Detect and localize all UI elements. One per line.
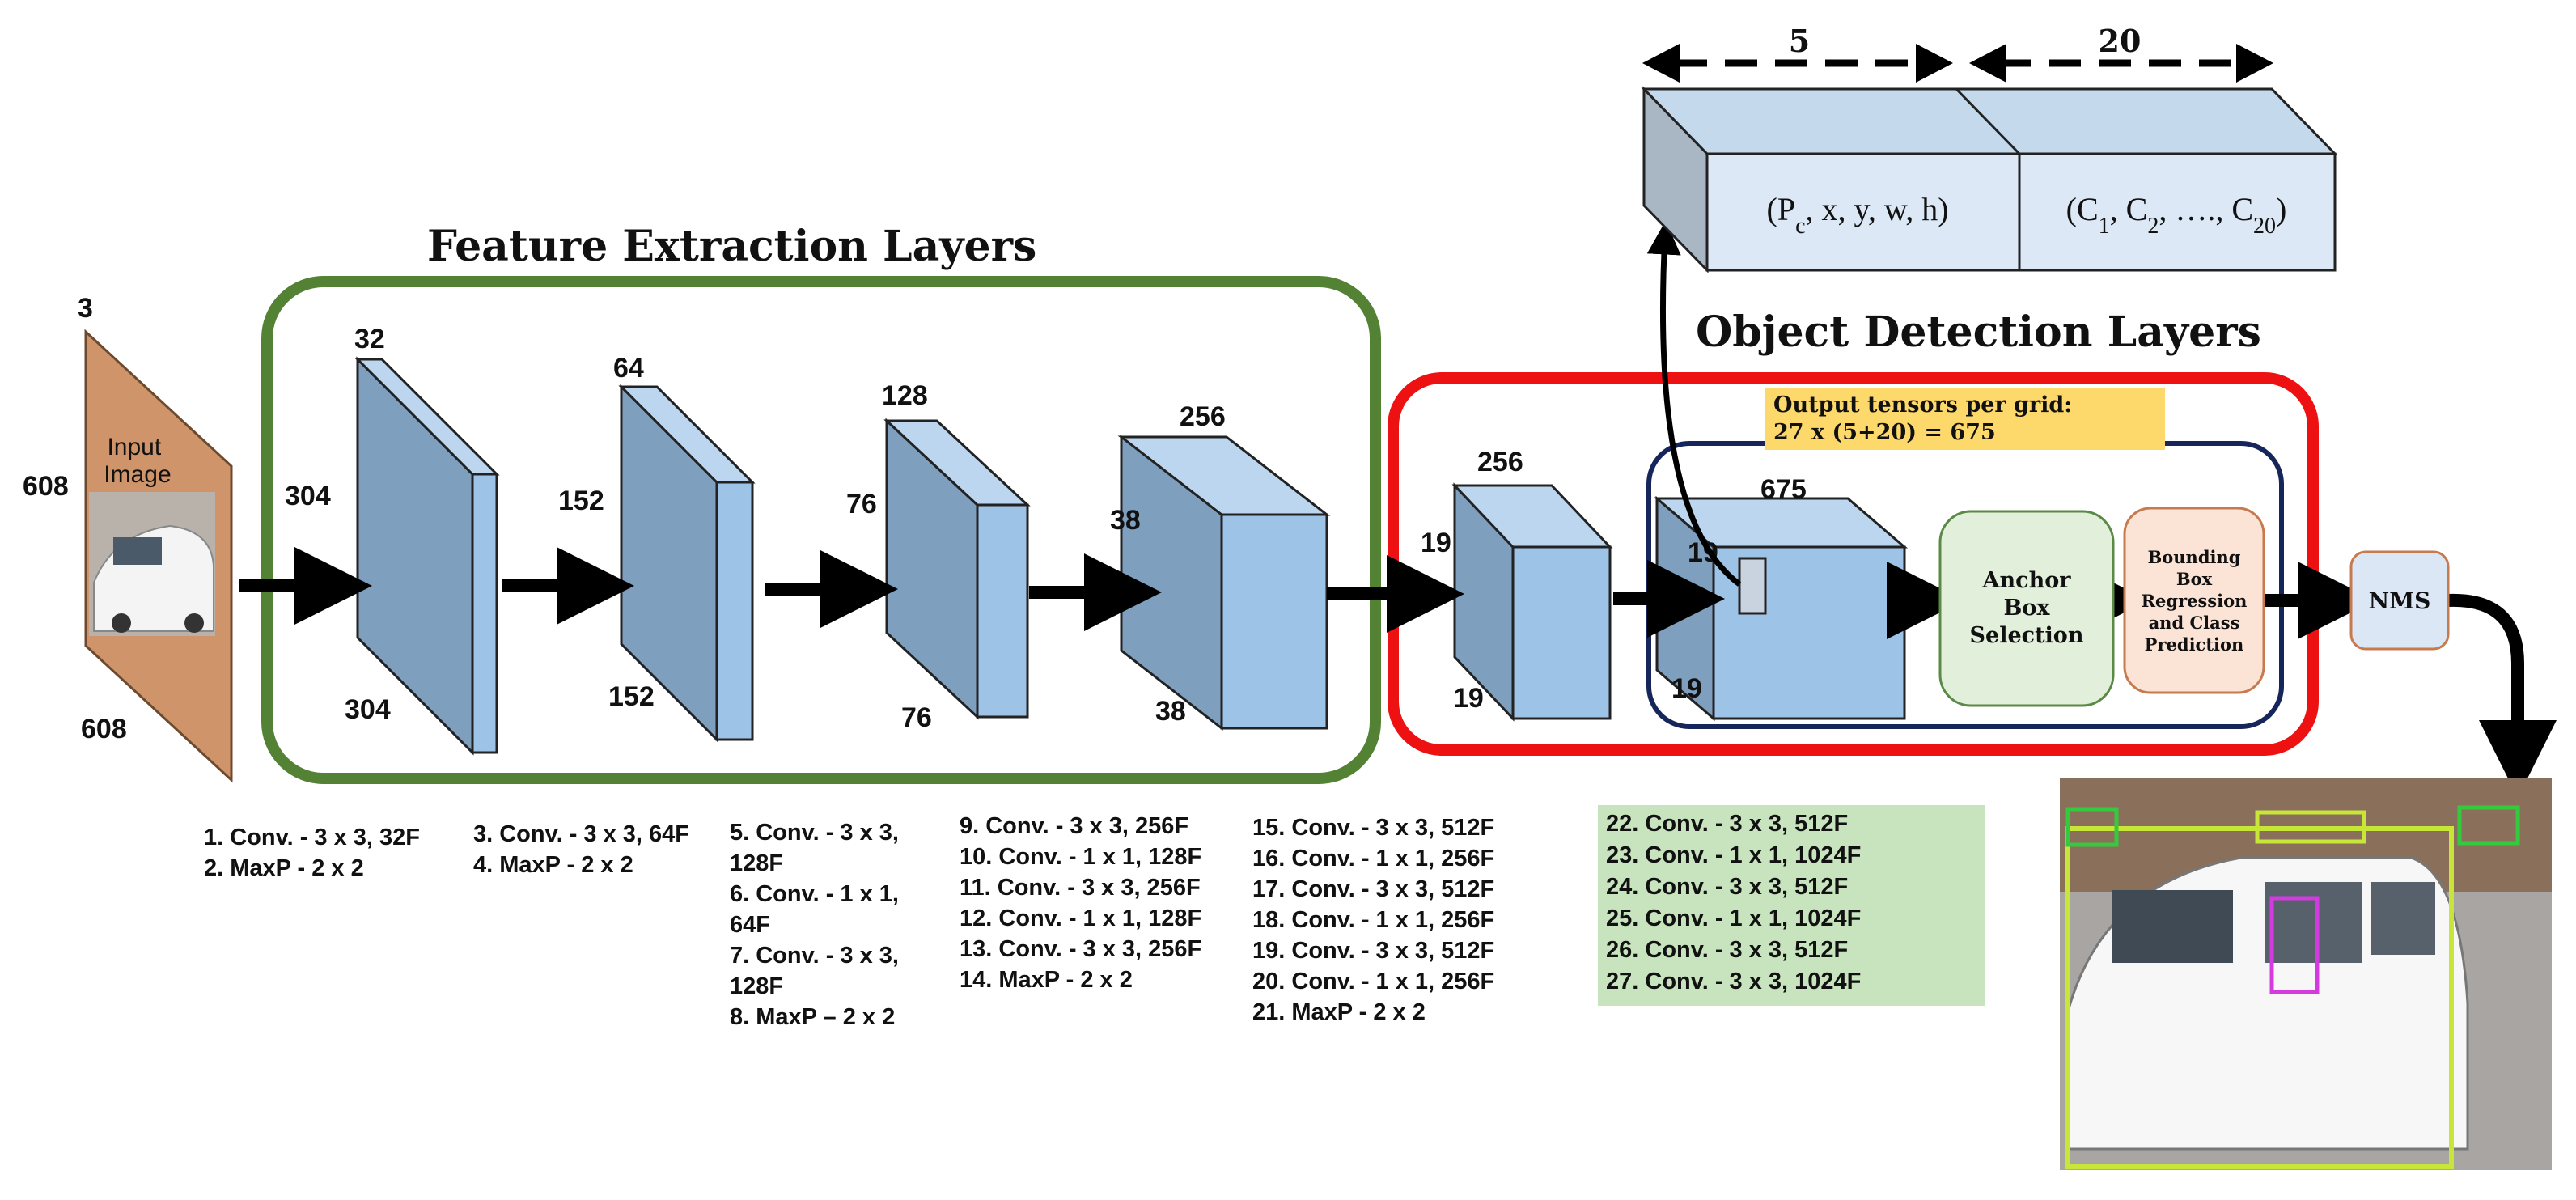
- input-channels: 3: [78, 293, 93, 324]
- dim-arrow-heads: [1642, 44, 2273, 83]
- conv-block-5: 256 19 19: [1421, 447, 1613, 722]
- conv-block-4-width: 38: [1155, 696, 1186, 727]
- conv-block-5-height: 19: [1421, 528, 1451, 558]
- bbox-regression-box: [2123, 507, 2265, 694]
- right-detection-box: [2457, 805, 2520, 846]
- conv-block-2-height: 152: [558, 486, 604, 516]
- layer-list-group6: 22. Conv. - 3 x 3, 512F 23. Conv. - 1 x …: [1598, 805, 1985, 1006]
- conv-block-4-height: 38: [1110, 505, 1141, 536]
- nms-label: NMS: [2368, 587, 2431, 614]
- conv-block-4-front: [1220, 513, 1328, 730]
- arrow-grid-to-tensor: [1646, 220, 1742, 587]
- arrow-nms-output: [2446, 593, 2557, 798]
- flow-arrows: [239, 547, 2557, 798]
- conv-block-3-width: 76: [901, 702, 932, 733]
- layer-list-group5: 15. Conv. - 3 x 3, 512F 16. Conv. - 1 x …: [1252, 815, 1495, 1025]
- conv-block-3-height: 76: [846, 489, 877, 519]
- output-tensors-note: Output tensors per grid: 27 x (5+20) = 6…: [1765, 388, 2165, 450]
- feature-extraction-title: Feature Extraction Layers: [427, 222, 1036, 271]
- tensor-dim-right: 20: [2099, 23, 2142, 59]
- input-label-line2: Image: [104, 461, 171, 488]
- conv-block-1-height: 304: [285, 481, 331, 511]
- conv-block-1: 32 304 304: [285, 324, 500, 756]
- conv-block-6-depth: 675: [1760, 474, 1807, 505]
- conv-block-2-depth: 64: [613, 353, 644, 384]
- conv-block-4-depth: 256: [1180, 401, 1226, 432]
- layer-list-group2: 3. Conv. - 3 x 3, 64F 4. MaxP - 2 x 2: [473, 821, 690, 878]
- tensor-dim-left: 5: [1789, 23, 1810, 59]
- anchor-box-selection-label: Anchor Box Selection: [1969, 568, 2084, 648]
- output-detection-image: [2060, 778, 2552, 1170]
- nms-box: [2349, 550, 2450, 651]
- top-detection-box: [2255, 810, 2366, 844]
- person-detection-box: [2269, 896, 2320, 994]
- grid-cell: [1738, 557, 1767, 615]
- object-detection-title: Object Detection Layers: [1696, 307, 2261, 357]
- layer-list-group3: 5. Conv. - 3 x 3, 128F 6. Conv. - 1 x 1,…: [730, 820, 899, 1030]
- output-tensor: [1641, 86, 2338, 273]
- feature-extraction-frame: [261, 276, 1381, 784]
- conv-block-1-front: [471, 473, 498, 754]
- conv-block-2-front: [715, 481, 754, 741]
- input-height: 608: [23, 471, 69, 502]
- conv-block-2-width: 152: [608, 681, 655, 712]
- conv-block-5-depth: 256: [1477, 447, 1523, 477]
- conv-block-5-width: 19: [1453, 683, 1484, 714]
- layer-list-group1: 1. Conv. - 3 x 3, 32F 2. MaxP - 2 x 2: [204, 825, 421, 881]
- input-image-plane: [84, 329, 233, 783]
- layer-list-group4: 9. Conv. - 3 x 3, 256F 10. Conv. - 1 x 1…: [960, 813, 1202, 993]
- conv-block-3: 128 76 76: [846, 380, 1031, 733]
- conv-block-2: 64 152 152: [558, 353, 756, 743]
- conv-block-1-depth: 32: [354, 324, 385, 354]
- input-label-line1: Input: [107, 434, 161, 460]
- input-width: 608: [81, 714, 127, 744]
- conv-block-5-front: [1511, 545, 1612, 720]
- input-label: Input Image: [104, 434, 171, 488]
- left-detection-box: [2065, 807, 2119, 847]
- car-detection-box: [2065, 826, 2454, 1169]
- anchor-box-selection-box: [1938, 510, 2115, 707]
- conv-block-3-depth: 128: [882, 380, 928, 411]
- conv-blocks: 32 304 304 64 152 152 128 76 76 256 38 38 256 19 19 675…: [285, 324, 1909, 756]
- bbox-regression-label: Bounding Box Regression and Class Predic…: [2141, 546, 2248, 655]
- conv-block-1-width: 304: [345, 694, 391, 725]
- conv-block-6-width: 19: [1671, 673, 1702, 704]
- conv-block-4: 256 38 38: [1110, 401, 1331, 731]
- conv-block-3-front: [976, 503, 1029, 719]
